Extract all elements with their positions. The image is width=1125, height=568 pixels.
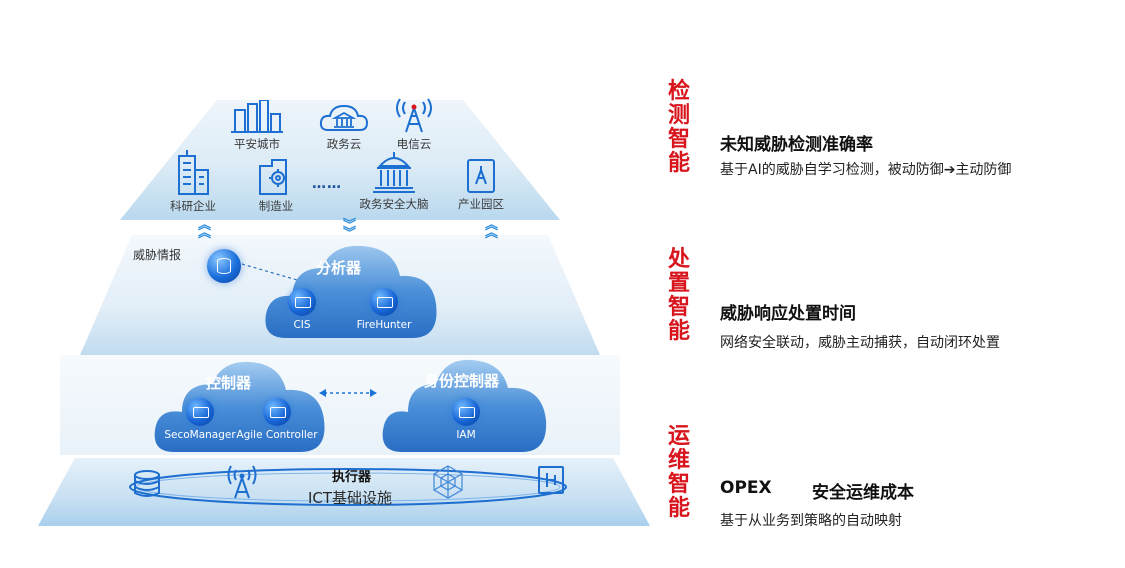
gov-security-brain-label: 政务安全大脑 [359,197,429,211]
secomanager-node: SecoManager [160,398,240,441]
side-char: 维 [667,448,690,473]
response-heading: 威胁响应处置时间 [720,304,856,324]
response-intelligence-title: 处 置 智 能 [664,248,694,344]
up-chevron-icon: ︽︽ [485,218,499,241]
side-char: 能 [667,319,690,344]
down-chevron-icon: ︾︾ [343,218,357,241]
identity-controller-title: 身份控制器 [424,372,500,390]
executor-label: 执行器 [332,470,372,485]
government-cloud-icon [319,104,369,131]
operations-description: 基于从业务到策略的自动映射 [720,513,902,529]
side-char: 智 [667,127,690,152]
secomanager-icon [186,398,214,426]
up-chevron-icon: ︽︽ [198,218,212,241]
cis-icon [288,288,316,316]
iam-icon [452,398,480,426]
wireless-ap-icon [227,465,257,499]
controller-title: 控制器 [206,374,252,392]
side-char: 智 [667,295,690,320]
safe-city-item: 平安城市 [222,100,292,152]
analyzer-cloud [265,245,437,338]
cis-node: CIS [282,288,322,331]
side-char: 测 [667,103,690,128]
mesh-network-icon [433,465,463,499]
ict-infrastructure-label: ICT基础设施 [308,489,393,507]
industrial-park-label: 产业园区 [458,197,504,211]
gov-cloud-item: 政务云 [312,100,376,152]
iam-label: IAM [456,429,476,441]
city-buildings-icon [231,100,283,133]
side-char: 处 [667,247,690,272]
firehunter-node: FireHunter [352,288,416,331]
office-building-icon [178,150,209,195]
research-enterprise-label: 科研企业 [170,199,216,213]
signal-tower-icon [396,98,432,133]
side-char: 智 [667,472,690,497]
firehunter-icon [370,288,398,316]
telecom-cloud-item: 电信云 [384,98,444,152]
telecom-cloud-label: 电信云 [396,137,432,151]
side-char: 运 [667,424,690,449]
manufacturing-label: 制造业 [258,199,294,213]
more-ellipsis: …… [312,176,342,192]
terminal-device-icon [538,466,564,494]
threat-intel-label: 威胁情报 [133,248,182,262]
factory-gear-icon [259,159,287,195]
database-icon [207,249,241,283]
gov-security-brain-item: 政务安全大脑 [352,150,436,212]
controller-cloud [154,361,325,452]
park-document-icon [467,159,495,193]
firehunter-label: FireHunter [356,319,412,331]
cis-label: CIS [293,319,311,331]
side-char: 能 [667,151,690,176]
agile-controller-icon [263,398,291,426]
server-stack-icon [134,470,160,497]
secomanager-label: SecoManager [164,429,236,441]
detection-intelligence-title: 检 测 智 能 [664,80,694,176]
research-enterprise-item: 科研企业 [160,150,226,214]
response-description: 网络安全联动，威胁主动捕获，自动闭环处置 [720,335,1000,351]
analyzer-title: 分析器 [316,259,362,277]
government-building-icon [373,152,415,193]
opex-label: OPEX [720,478,772,498]
agile-controller-node: Agile Controller [232,398,322,441]
detection-description: 基于AI的威胁自学习检测，被动防御➔主动防御 [720,162,1012,178]
operations-intelligence-title: 运 维 智 能 [664,425,694,521]
side-char: 置 [667,271,690,296]
safe-city-label: 平安城市 [234,137,280,151]
intel-link-line [241,263,305,283]
side-char: 检 [667,79,690,104]
detection-heading: 未知威胁检测准确率 [720,135,873,155]
operations-heading: 安全运维成本 [812,483,914,503]
iam-node: IAM [446,398,486,441]
industrial-park-item: 产业园区 [448,158,514,212]
side-char: 能 [667,496,690,521]
agile-controller-label: Agile Controller [236,429,318,441]
gov-cloud-label: 政务云 [326,137,362,151]
controller-link-arrow [319,389,377,397]
manufacturing-item: 制造业 [246,158,306,214]
